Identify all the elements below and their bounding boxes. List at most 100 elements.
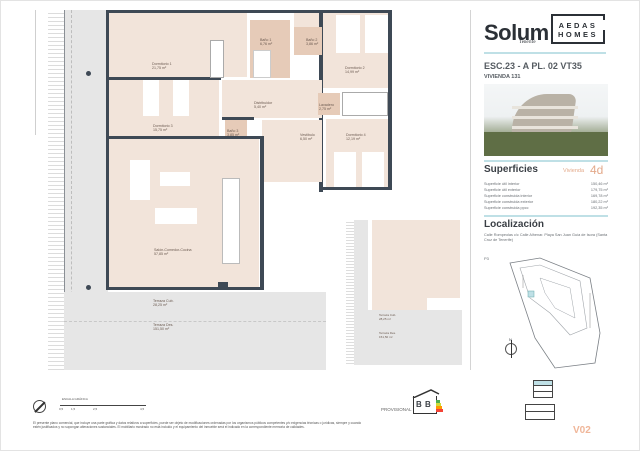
wall xyxy=(106,10,322,13)
floor xyxy=(533,386,553,392)
column-dot xyxy=(86,71,91,76)
floor xyxy=(525,404,555,412)
bed xyxy=(365,15,389,53)
room-area: 15,75 m² xyxy=(153,128,168,132)
building-floor-line xyxy=(512,116,578,119)
partner-logo: AEDAS HOMES xyxy=(551,14,605,44)
energy-rating: B xyxy=(416,400,422,409)
terrace-dashed-line xyxy=(71,10,72,370)
room-label: Terraza Cub.28,25 m² xyxy=(379,313,396,321)
room-area: 2,75 m² xyxy=(319,107,332,111)
divider xyxy=(484,160,608,162)
floor-label: P3 xyxy=(484,256,489,261)
room-area: 12,19 m² xyxy=(346,137,361,141)
wall xyxy=(260,139,264,287)
energy-bar xyxy=(436,409,443,412)
room-area: 21,75 m² xyxy=(152,66,167,70)
room-name: Dormitorio 1 xyxy=(152,62,172,66)
wall xyxy=(322,10,392,13)
kitchen-island xyxy=(222,178,240,264)
localizacion-title: Localización xyxy=(484,219,545,230)
room-area: 6,50 m² xyxy=(300,137,313,141)
wall xyxy=(218,282,228,290)
surface-label: Superficie útil interior xyxy=(484,182,520,186)
wall xyxy=(388,10,392,190)
room-name: Dormitorio 4 xyxy=(346,133,366,137)
brand-location: Tenerife xyxy=(519,40,536,45)
closet xyxy=(342,92,388,116)
surface-value: 192,35 m² xyxy=(590,206,608,210)
column-dot xyxy=(86,285,91,290)
room-name: Baño 1 xyxy=(260,38,272,42)
energy-label-status: PROVISIONAL xyxy=(381,407,412,412)
surface-label: Superficie útil exterior xyxy=(484,188,521,192)
room-area: 3,86 m² xyxy=(306,42,319,46)
closet xyxy=(210,40,224,78)
energy-bar xyxy=(436,400,440,403)
vivienda-label: Vivienda xyxy=(563,168,584,174)
room-area: 6,76 m² xyxy=(260,42,273,46)
building-floor-line xyxy=(512,126,578,129)
room-name: Dormitorio 2 xyxy=(345,66,365,70)
energy-bar xyxy=(436,403,441,406)
bed xyxy=(336,15,360,53)
room-bano-2 xyxy=(294,27,322,55)
energy-bar xyxy=(436,406,442,409)
compass-icon xyxy=(33,400,46,413)
bed xyxy=(362,152,384,188)
room-name: Vestíbulo xyxy=(300,133,315,137)
floor xyxy=(533,392,553,398)
site-hatch xyxy=(346,220,354,365)
mini-terrace xyxy=(354,310,462,365)
bed xyxy=(143,80,159,116)
room-dormitorio-1 xyxy=(109,13,247,77)
building-floor-line xyxy=(512,106,578,109)
wall xyxy=(319,188,323,192)
wall xyxy=(222,117,254,120)
building-photo xyxy=(484,84,608,156)
scale-label: ESCALA GRÁFICA xyxy=(62,397,88,401)
energy-roof xyxy=(412,389,440,398)
coffee-table xyxy=(160,172,190,186)
room-area: 28,25 m² xyxy=(379,317,391,321)
room-dormitorio-3 xyxy=(109,80,219,136)
room-label: Terraza Cub.28,25 m² xyxy=(153,299,174,307)
scale-tick: 2,5 xyxy=(93,407,98,411)
terrace-area xyxy=(64,292,326,370)
compass-needle xyxy=(34,401,46,413)
mini-salon xyxy=(372,260,427,310)
wall xyxy=(322,187,392,190)
dining-table xyxy=(155,208,197,224)
scale-tick: 0,5 xyxy=(59,407,64,411)
address: Calle Rompeolas c/c Calle Alhenar. Playa… xyxy=(484,233,608,242)
site-map xyxy=(509,257,601,369)
version-label: V02 xyxy=(573,425,591,436)
surface-value: 169,78 m² xyxy=(590,194,608,198)
room-name: Terraza Des. xyxy=(153,323,174,327)
site-boundary-line xyxy=(35,10,36,135)
logo-gap xyxy=(603,20,607,30)
room-name: Baño 3 xyxy=(227,129,239,133)
room-area: 3,85 m² xyxy=(227,133,240,137)
room-area: 28,25 m² xyxy=(153,303,168,307)
key-plan-thumbnail: Terraza Cub.28,25 m² Terraza Des.151,50 … xyxy=(346,220,464,370)
room-name: Terraza Des. xyxy=(379,331,397,335)
surface-value: 180,22 m² xyxy=(590,200,608,204)
scale-tick: 1,5 xyxy=(71,407,76,411)
room-name: Dormitorio 3 xyxy=(153,124,173,128)
site-hatch xyxy=(48,10,64,370)
building-section-diagram xyxy=(525,380,555,425)
wall xyxy=(106,136,264,139)
